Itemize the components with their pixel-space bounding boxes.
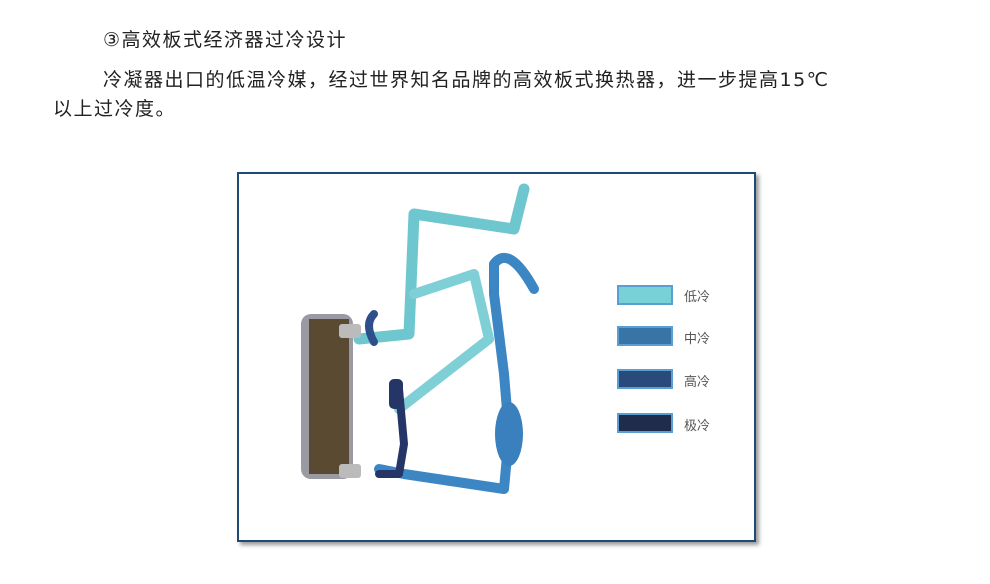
legend-swatch-low <box>617 285 673 305</box>
legend-label-mid: 中冷 <box>684 332 711 347</box>
economizer-figure: 低冷 中冷 高冷 极冷 <box>237 172 756 542</box>
paragraph-line-2: 以上过冷度。 <box>53 98 177 120</box>
legend-swatch-high <box>617 369 673 389</box>
paragraph-line-1: 冷凝器出口的低温冷媒，经过世界知名品牌的高效板式换热器，进一步提高15℃ <box>103 69 830 91</box>
section-heading: ③高效板式经济器过冷设计 <box>103 29 348 51</box>
high-cold-pipe <box>365 310 378 346</box>
deep-cold-pipe <box>375 385 408 478</box>
legend-label-high: 高冷 <box>684 375 711 390</box>
filter-drier <box>495 402 523 466</box>
legend-label-extreme: 极冷 <box>684 419 711 434</box>
legend-label-low: 低冷 <box>684 290 711 305</box>
pipe-diagram <box>301 183 539 494</box>
legend-swatch-mid <box>617 326 673 346</box>
low-cold-pipe-branch <box>394 269 494 414</box>
plate-heat-exchanger <box>301 314 361 479</box>
low-cold-pipe <box>353 183 530 345</box>
expansion-valve <box>389 379 403 409</box>
legend-swatch-extreme <box>617 413 673 433</box>
